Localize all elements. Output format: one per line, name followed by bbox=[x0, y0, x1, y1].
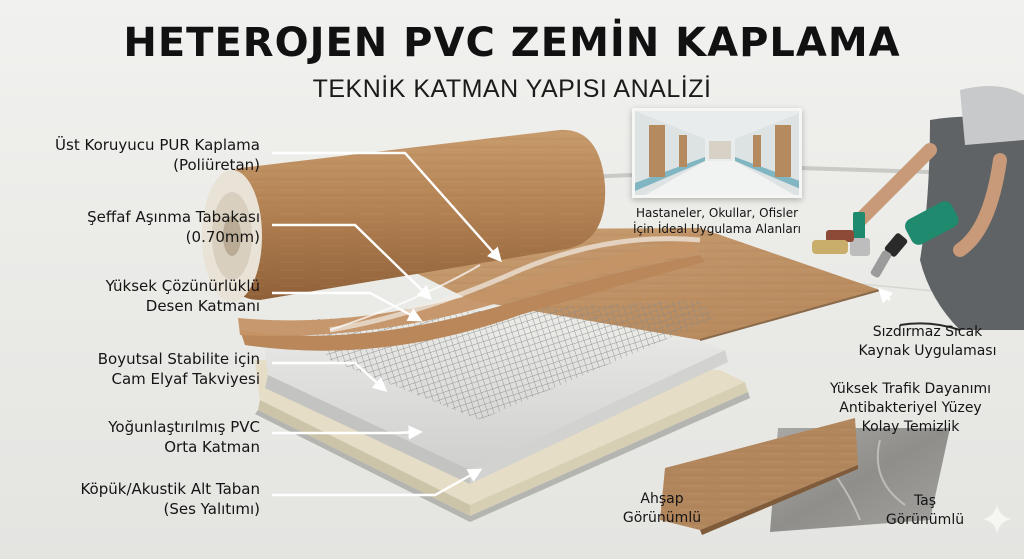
application-area-photo bbox=[632, 108, 802, 198]
welding-label: Sızdırmaz Sıcak Kaynak Uygulaması bbox=[858, 324, 997, 359]
application-area-caption: Hastaneler, Okullar, Ofisler İçin İdeal … bbox=[632, 206, 802, 236]
page-subtitle: TEKNİK KATMAN YAPISI ANALİZİ bbox=[312, 75, 712, 103]
layer-label-print-layer: Yüksek Çözünürlüklü Desen Katmanı bbox=[105, 277, 260, 315]
features-list: Yüksek Trafik Dayanımı Antibakteriyel Yü… bbox=[829, 381, 992, 435]
page-title: HETEROJEN PVC ZEMİN KAPLAMA bbox=[123, 20, 901, 66]
sparkle-icon bbox=[982, 504, 1012, 534]
layer-label-pur-coating: Üst Koruyucu PUR Kaplama (Poliüretan) bbox=[55, 136, 260, 174]
layer-label-foam-base: Köpük/Akustik Alt Taban (Ses Yalıtımı) bbox=[80, 480, 260, 518]
hallway-image bbox=[635, 111, 799, 195]
stone-sample-label: Taş Görünümlü bbox=[885, 493, 965, 528]
layer-label-fiberglass: Boyutsal Stabilite için Cam Elyaf Takviy… bbox=[97, 350, 260, 388]
layer-label-wear-layer: Şeffaf Aşınma Tabakası (0.70mm) bbox=[87, 208, 260, 246]
heat-gun-tool bbox=[870, 201, 959, 278]
layer-label-pvc-core: Yoğunlaştırılmış PVC Orta Katman bbox=[108, 418, 260, 456]
wood-sample-label: Ahşap Görünümlü bbox=[622, 491, 702, 526]
